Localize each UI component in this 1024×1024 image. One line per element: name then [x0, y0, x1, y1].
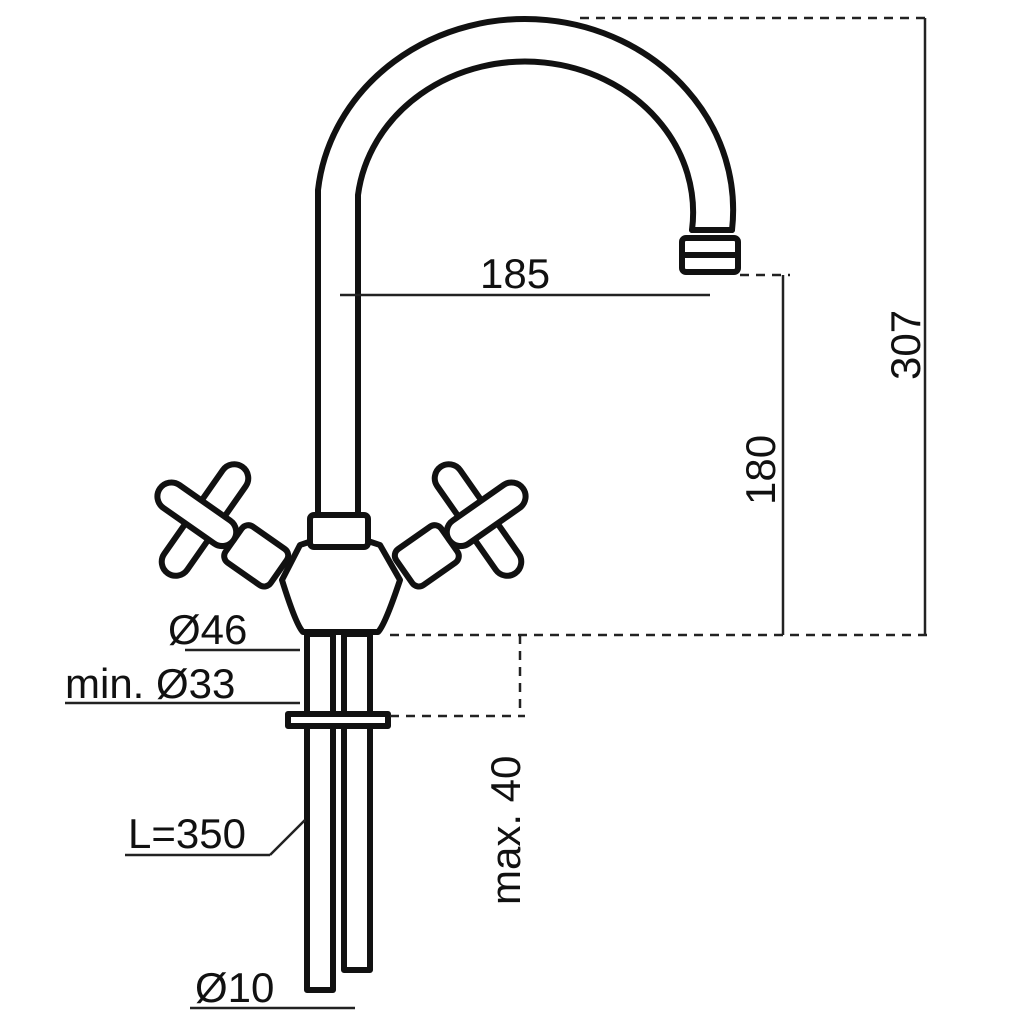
base-diameter-label: Ø46	[168, 606, 247, 653]
hose-diameter-label: Ø10	[195, 964, 274, 1011]
hole-diameter-label: min. Ø33	[65, 660, 235, 707]
spout-height-label: 180	[737, 435, 784, 505]
hose-length-label: L=350	[128, 810, 246, 857]
faucet-body	[279, 512, 403, 635]
supply-hoses	[285, 631, 391, 993]
spout	[315, 15, 741, 523]
mounting-washer	[285, 711, 391, 729]
right-cross-handle	[391, 461, 529, 590]
total-height-label: 307	[882, 310, 929, 380]
dimension-lines	[65, 16, 930, 1010]
spout-reach-label: 185	[480, 250, 550, 297]
max-deck-thickness-label: max. 40	[482, 756, 529, 905]
left-cross-handle	[154, 461, 292, 590]
